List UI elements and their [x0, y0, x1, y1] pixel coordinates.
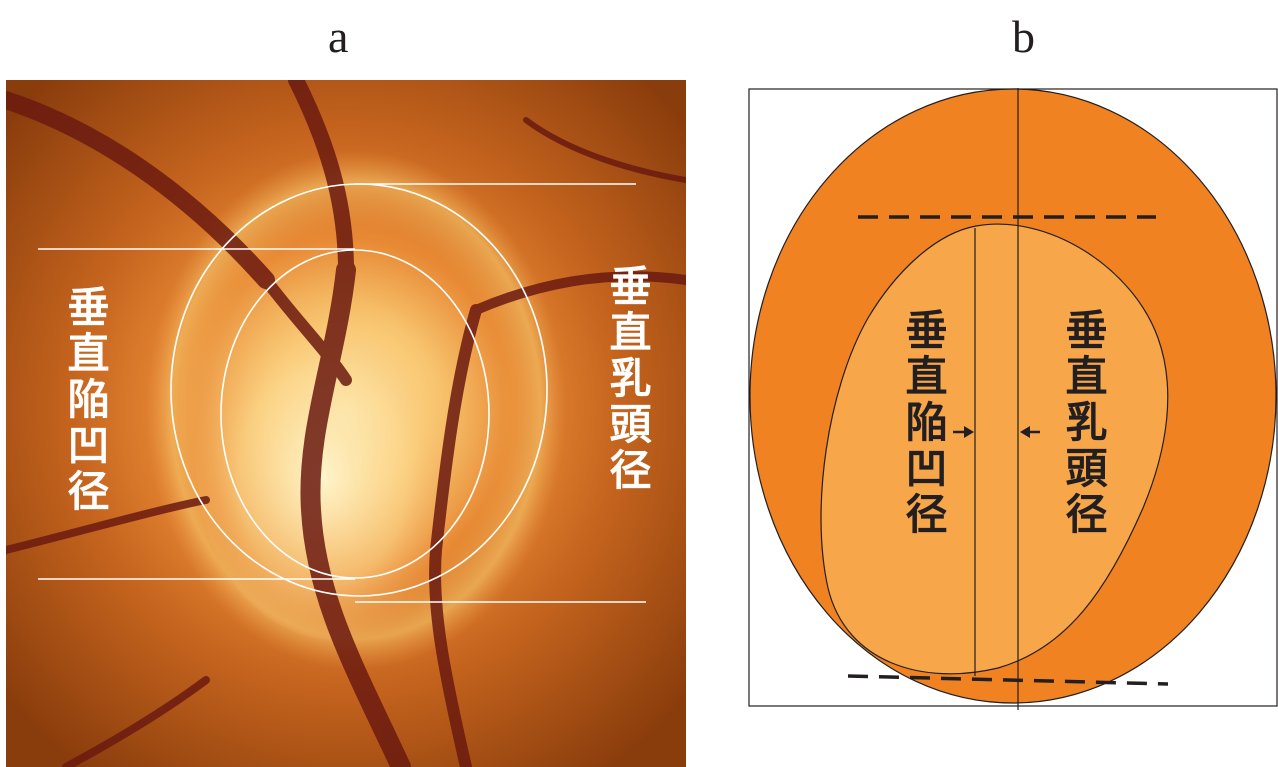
fundus-photo-panel: 垂直陥凹径 垂直乳頭径 [6, 80, 686, 767]
panel-b-letter: b [1012, 14, 1035, 60]
schematic-diagram [748, 88, 1278, 710]
schematic-panel: 垂直陥凹径 垂直乳頭径 [748, 88, 1278, 710]
vertical-cup-diameter-label-b: 垂直陥凹径 [902, 308, 944, 538]
vertical-cup-diameter-label: 垂直陥凹径 [64, 285, 106, 515]
vertical-disc-diameter-label: 垂直乳頭径 [606, 264, 648, 494]
vertical-disc-diameter-label-b: 垂直乳頭径 [1062, 308, 1104, 538]
panel-a-letter: a [328, 14, 348, 60]
